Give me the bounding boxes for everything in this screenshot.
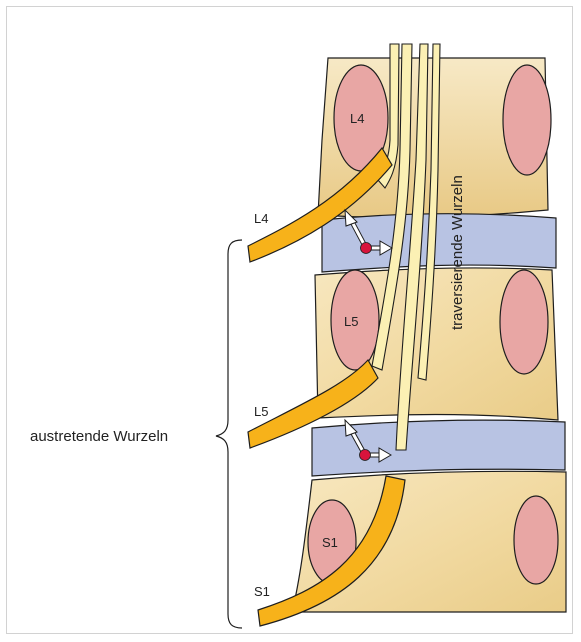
- label-root-l5: L5: [254, 404, 268, 419]
- pedicle-l5-right: [500, 270, 548, 374]
- label-vertebra-l5: L5: [344, 314, 358, 329]
- label-root-l4: L4: [254, 211, 268, 226]
- label-traversing-roots: traversierende Wurzeln: [449, 175, 466, 330]
- pedicle-l4-right: [503, 65, 551, 175]
- label-root-s1: S1: [254, 584, 270, 599]
- pedicle-s1-right: [514, 496, 558, 584]
- brace: [216, 240, 242, 628]
- label-exiting-roots: austretende Wurzeln: [30, 428, 168, 445]
- label-vertebra-s1: S1: [322, 535, 338, 550]
- label-vertebra-l4: L4: [350, 111, 364, 126]
